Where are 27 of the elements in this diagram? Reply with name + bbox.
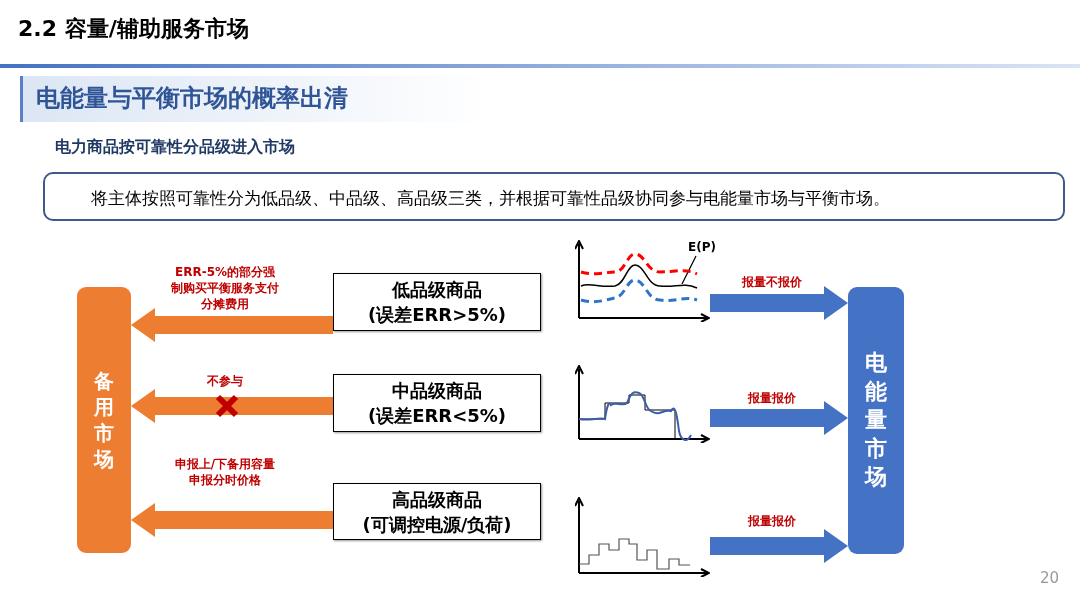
line-chart-drawing [575, 365, 710, 443]
market-bar: 备用市场 [77, 287, 131, 553]
product-box [333, 273, 541, 331]
product-box [333, 374, 541, 432]
section-heading: 电能量与平衡市场的概率出清 [36, 83, 348, 114]
box-heading: 中品级商品 [391, 379, 483, 403]
box-subtitle: (可调控电源/负荷) [361, 513, 513, 537]
subheading: 电力商品按可靠性分品级进入市场 [55, 137, 295, 158]
block-arrow [131, 503, 333, 537]
market-bar: 电能量市场 [848, 287, 904, 554]
slide-title: 2.2 容量/辅助服务市场 [18, 15, 249, 43]
curve-label: E(P) [688, 238, 722, 256]
line-chart-drawing [575, 497, 710, 577]
page-number: 20 [1040, 569, 1060, 587]
block-arrow [710, 401, 848, 435]
edge-label: ERR-5%的部分强制购买平衡服务支付分摊费用 [170, 264, 280, 312]
box-heading: 高品级商品 [391, 488, 483, 512]
box-subtitle: (误差ERR<5%) [366, 404, 508, 428]
block-arrow [131, 389, 333, 423]
description-text: 将主体按照可靠性分为低品级、中品级、高品级三类，并根据可靠性品级协同参与电能量市场与平衡市场。 [91, 187, 890, 210]
product-box [333, 483, 541, 540]
block-arrow [710, 286, 848, 320]
block-arrow [710, 529, 848, 563]
box-heading: 低品级商品 [390, 278, 483, 302]
box-subtitle: (误差ERR>5%) [366, 303, 508, 327]
leader-line [681, 255, 697, 285]
block-arrow [131, 308, 333, 342]
